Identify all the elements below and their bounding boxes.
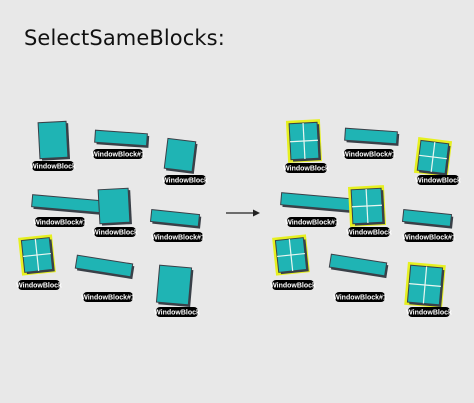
label-background [287,217,337,227]
block-label: WindowBlock [346,227,392,237]
label-background [94,227,136,237]
window-block-selected[interactable] [347,185,387,227]
pane-divider-horizontal [409,283,441,287]
label-background [404,232,454,242]
label-background [35,217,85,227]
block-label: WindowBlock [92,227,138,237]
label-text: WindowBlock [270,283,316,290]
label-background [272,280,314,290]
block-label: WindowBlock#1 [91,149,145,159]
block-label: WindowBlock [16,280,62,290]
label-text: WindowBlock [415,178,461,185]
block-face [328,253,388,277]
window-block-1[interactable] [328,253,389,279]
block-face [149,208,201,228]
label-background [156,307,198,317]
block-face [94,129,148,147]
block-face [401,208,453,228]
block-label: WindowBlock#1 [285,217,339,227]
window-block-1[interactable] [31,194,111,216]
label-background [93,149,143,159]
label-background [83,292,133,302]
label-background [408,307,450,317]
label-background [335,292,385,302]
window-block-1[interactable] [401,208,454,229]
block-label: WindowBlock#1 [342,149,396,159]
window-block-selected[interactable] [18,234,56,276]
label-background [348,227,390,237]
label-text: WindowBlock [154,310,200,317]
label-text: WindowBlock#1 [342,152,396,159]
window-block-1[interactable] [344,127,400,146]
window-block[interactable] [97,187,132,226]
window-block-selected[interactable] [285,119,323,163]
window-block[interactable] [163,137,198,174]
window-block-1[interactable] [149,208,202,229]
pane-divider-horizontal [23,252,51,258]
block-face [280,192,358,212]
window-block-selected[interactable] [413,137,453,177]
block-label: WindowBlock [415,175,461,185]
block-face [163,137,197,173]
window-block-selected[interactable] [272,234,310,276]
block-label: WindowBlock [30,161,76,171]
block-label: WindowBlock#1 [33,217,87,227]
after-group: WindowBlockWindowBlock#1WindowBlockWindo… [270,119,461,317]
label-background [153,232,203,242]
arrow-icon [226,209,260,217]
window-block-1[interactable] [74,254,135,280]
block-label: WindowBlock [270,280,316,290]
label-background [32,161,74,171]
block-face [37,120,69,160]
block-label: WindowBlock#1 [151,232,205,242]
window-block-1[interactable] [280,192,360,214]
window-block[interactable] [155,264,194,307]
block-label: WindowBlock [162,175,208,185]
label-text: WindowBlock#1 [333,295,387,302]
window-block-1[interactable] [94,129,150,148]
window-block[interactable] [37,120,71,161]
block-label: WindowBlock [406,307,452,317]
label-background [18,280,60,290]
block-label: WindowBlock#1 [402,232,456,242]
block-label: WindowBlock#1 [81,292,135,302]
block-face [74,254,134,278]
pane-divider-horizontal [419,154,447,160]
block-face [344,127,398,145]
label-text: WindowBlock#1 [33,220,87,227]
window-block-selected[interactable] [404,261,446,309]
block-face [97,187,131,225]
before-group: WindowBlockWindowBlock#1WindowBlockWindo… [16,120,208,317]
label-text: WindowBlock [346,230,392,237]
block-label: WindowBlock [154,307,200,317]
label-text: WindowBlock [16,283,62,290]
label-text: WindowBlock#1 [81,295,135,302]
pane-divider-horizontal [289,139,319,143]
label-text: WindowBlock#1 [285,220,339,227]
label-text: WindowBlock [283,166,329,173]
block-label: WindowBlock [283,163,329,173]
label-background [285,163,327,173]
label-background [417,175,459,185]
label-background [164,175,206,185]
block-face [31,194,109,214]
pane-divider-horizontal [277,252,305,258]
label-text: WindowBlock [30,164,76,171]
label-text: WindowBlock [92,230,138,237]
label-text: WindowBlock [162,178,208,185]
label-text: WindowBlock#1 [402,235,456,242]
label-text: WindowBlock [406,310,452,317]
block-label: WindowBlock#1 [333,292,387,302]
block-face [155,264,193,306]
label-text: WindowBlock#1 [91,152,145,159]
label-text: WindowBlock#1 [151,235,205,242]
pane-divider-horizontal [351,204,383,208]
label-background [344,149,394,159]
page-title: SelectSameBlocks: [24,26,225,50]
